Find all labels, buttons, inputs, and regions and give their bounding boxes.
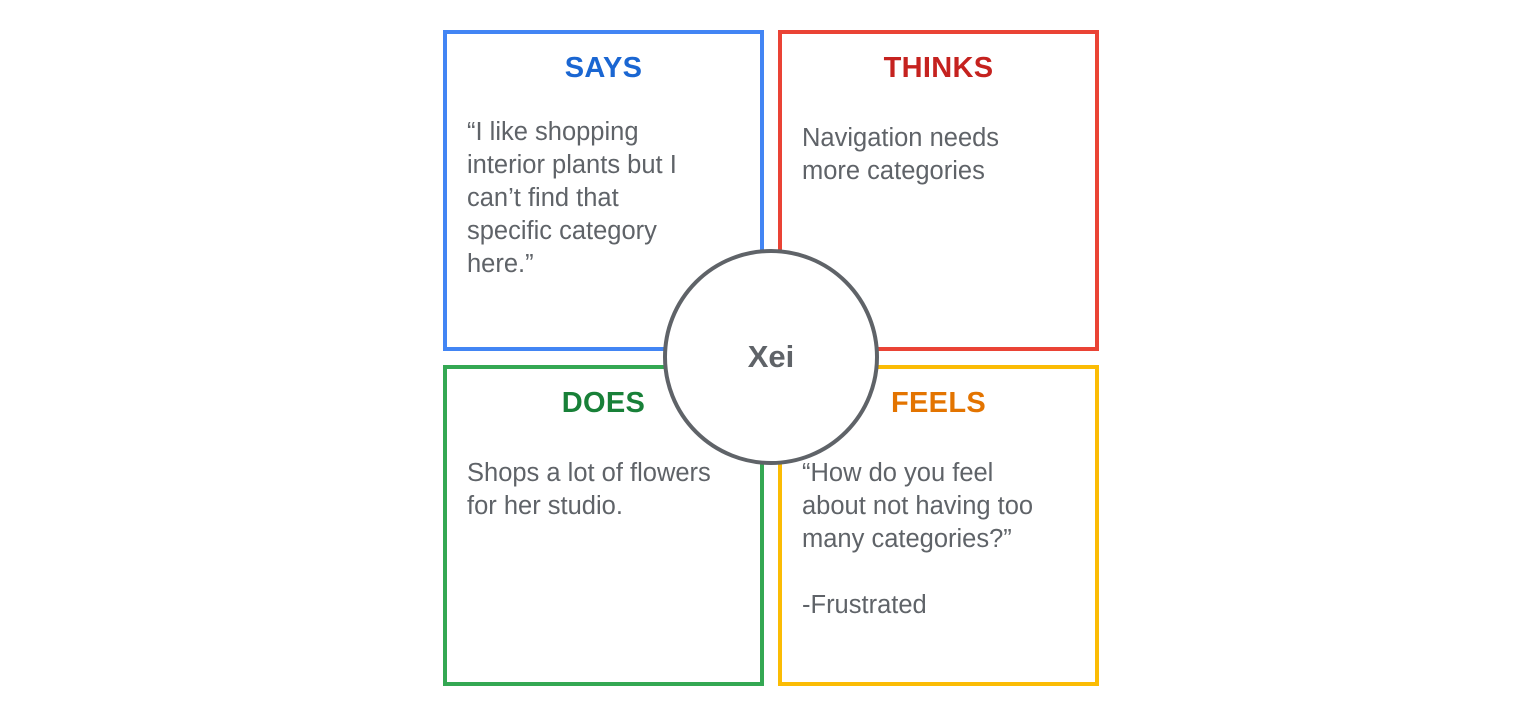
thinks-text: Navigation needs more categories xyxy=(802,124,1000,185)
says-title: SAYS xyxy=(564,52,643,84)
feels-title: FEELS xyxy=(891,387,986,419)
persona-name: Xei xyxy=(747,339,795,374)
feels-text: “How do you feel about not having too ma… xyxy=(802,459,1034,619)
thinks-title: THINKS xyxy=(883,52,994,84)
does-title: DOES xyxy=(561,387,646,419)
says-text: “I like shopping interior plants but I c… xyxy=(467,118,677,278)
persona-circle: Xei xyxy=(663,249,879,465)
says-quadrant: SAYS “I like shopping interior plants bu… xyxy=(443,30,764,351)
does-text: Shops a lot of flowers for her studio. xyxy=(467,459,711,520)
